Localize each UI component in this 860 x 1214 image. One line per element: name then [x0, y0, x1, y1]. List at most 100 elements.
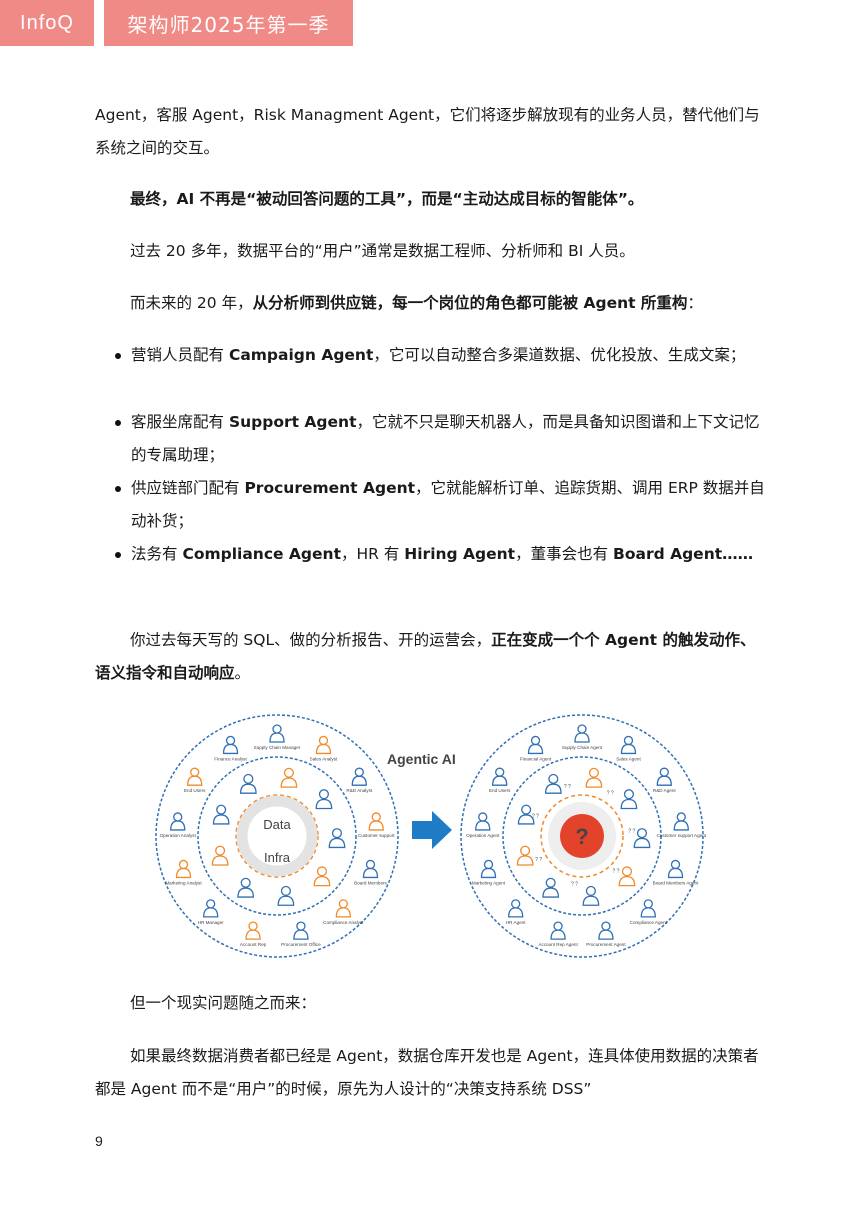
person-icon	[550, 921, 566, 940]
bullet-agent-name: Compliance Agent	[182, 545, 341, 563]
person-icon	[517, 804, 535, 825]
role-label: Operation Analyst	[160, 833, 197, 838]
role-label: Compliance Agent	[630, 920, 668, 925]
bullet-agent-name: Board Agent……	[613, 545, 754, 563]
person-icon	[203, 899, 219, 918]
role-label: Operation Agent	[466, 833, 500, 838]
role-label: End Users	[184, 788, 206, 793]
person-icon	[313, 866, 331, 887]
person-icon	[269, 724, 285, 743]
core-infra-label: Infra	[264, 850, 291, 865]
person-icon	[222, 735, 239, 755]
role-label: Board Members Agent	[653, 880, 699, 885]
paragraph-1: Agent，客服 Agent，Risk Managment Agent，它们将逐…	[95, 106, 760, 157]
paragraph-3: 过去 20 多年，数据平台的“用户”通常是数据工程师、分析师和 BI 人员。	[130, 242, 635, 260]
person-icon	[585, 767, 603, 788]
bullet-item: 营销人员配有 Campaign Agent，它可以自动整合多渠道数据、优化投放、…	[115, 339, 767, 372]
paragraph-4-emphasis: 从分析师到供应链，每一个岗位的角色都可能被 Agent 所重构	[252, 294, 688, 312]
bullet-dot-icon	[115, 353, 121, 359]
question-mark-label: ? ?	[532, 814, 539, 820]
role-label: Financial Agent	[520, 756, 552, 761]
role-label: Compliance Analyst	[323, 920, 364, 925]
person-icon	[618, 866, 636, 887]
page-number: 9	[95, 1133, 103, 1149]
header-brand-tab: InfoQ	[0, 0, 94, 46]
question-mark-label: ? ?	[628, 828, 635, 834]
paragraph-5: 你过去每天写的 SQL、做的分析报告、开的运营会，正在变成一个个 Agent 的…	[95, 631, 756, 682]
role-label: Marketing Agent	[472, 880, 506, 885]
person-icon	[656, 767, 672, 786]
role-label: HR Agent	[506, 920, 526, 925]
brand-label: InfoQ	[20, 11, 74, 34]
left-inner-ring	[197, 756, 357, 916]
question-mark-label: ? ?	[607, 791, 614, 797]
transition-arrow-icon	[412, 811, 452, 849]
person-icon	[544, 773, 562, 794]
person-icon	[175, 859, 192, 879]
role-label: Procurement Office	[281, 942, 321, 947]
person-icon	[170, 812, 186, 831]
paragraph-5-emphasis: 正在变成一个个 Agent 的触发动作、语义指令和自动响应	[95, 631, 756, 682]
role-label: Sales Agent	[616, 756, 641, 761]
paragraph-7: 如果最终数据消费者都已经是 Agent，数据仓库开发也是 Agent，连具体使用…	[95, 1047, 759, 1098]
person-icon	[516, 845, 534, 866]
person-icon	[335, 899, 351, 918]
paragraph-2-bold: 最终，AI 不再是“被动回答问题的工具”，而是“主动达成目标的智能体”。	[130, 190, 644, 208]
right-people-icons	[475, 724, 689, 940]
person-icon	[480, 859, 497, 879]
role-label: R&D Analyst	[346, 788, 373, 793]
question-core	[560, 814, 604, 858]
person-icon	[187, 767, 203, 786]
paragraph-4-end: ：	[687, 294, 703, 312]
person-icon	[620, 735, 637, 755]
core-data-label: Data	[263, 817, 291, 832]
person-icon	[492, 767, 508, 786]
person-icon	[280, 767, 298, 788]
question-mark-label: ? ?	[612, 869, 619, 875]
role-label: Board Members	[354, 880, 387, 885]
person-icon	[351, 767, 367, 786]
person-icon	[315, 789, 333, 810]
right-core-orbit	[540, 794, 624, 878]
role-label: Procurement Agent	[586, 942, 626, 947]
paragraph-6: 但一个现实问题随之而来：	[130, 994, 317, 1012]
person-icon	[542, 877, 560, 898]
bullet-agent-name: Hiring Agent	[404, 545, 516, 563]
role-label: Customer support	[358, 833, 395, 838]
person-icon	[527, 735, 544, 755]
person-icon	[598, 921, 614, 940]
person-icon	[315, 735, 332, 755]
issue-label: 架构师2025年第一季	[127, 12, 330, 37]
question-mark-label: ? ?	[571, 881, 578, 887]
role-label: End Users	[489, 788, 511, 793]
role-label: Supply Chain Agent	[562, 745, 603, 750]
person-icon	[475, 812, 491, 831]
person-icon	[640, 899, 656, 918]
figure-title: Agentic AI	[387, 751, 456, 767]
role-label: HR Manager	[198, 920, 225, 925]
question-marks: ? ?? ?? ?? ?? ?? ?? ?	[532, 784, 636, 887]
role-label: Finance Analyst	[214, 756, 247, 761]
person-icon	[667, 859, 684, 879]
person-icon	[277, 885, 295, 906]
data-infra-core	[236, 795, 318, 877]
person-icon	[239, 773, 257, 794]
left-people-icons	[170, 724, 384, 940]
bullet-item: 供应链部门配有 Procurement Agent，它就能解析订单、追踪货期、调…	[115, 472, 767, 538]
left-core-orbit	[235, 794, 319, 878]
role-label: Sales Analyst	[310, 756, 338, 761]
person-icon	[293, 921, 309, 940]
bullet-agent-name: Support Agent	[228, 413, 357, 431]
person-icon	[620, 789, 638, 810]
paragraph-4-lead: 而未来的 20 年，	[130, 294, 253, 312]
header-issue-tab: 架构师2025年第一季	[104, 0, 353, 46]
person-icon	[633, 828, 651, 849]
role-label: Account Rep Agent	[538, 942, 578, 947]
bullet-dot-icon	[115, 552, 121, 558]
role-label: Account Rep	[240, 942, 267, 947]
